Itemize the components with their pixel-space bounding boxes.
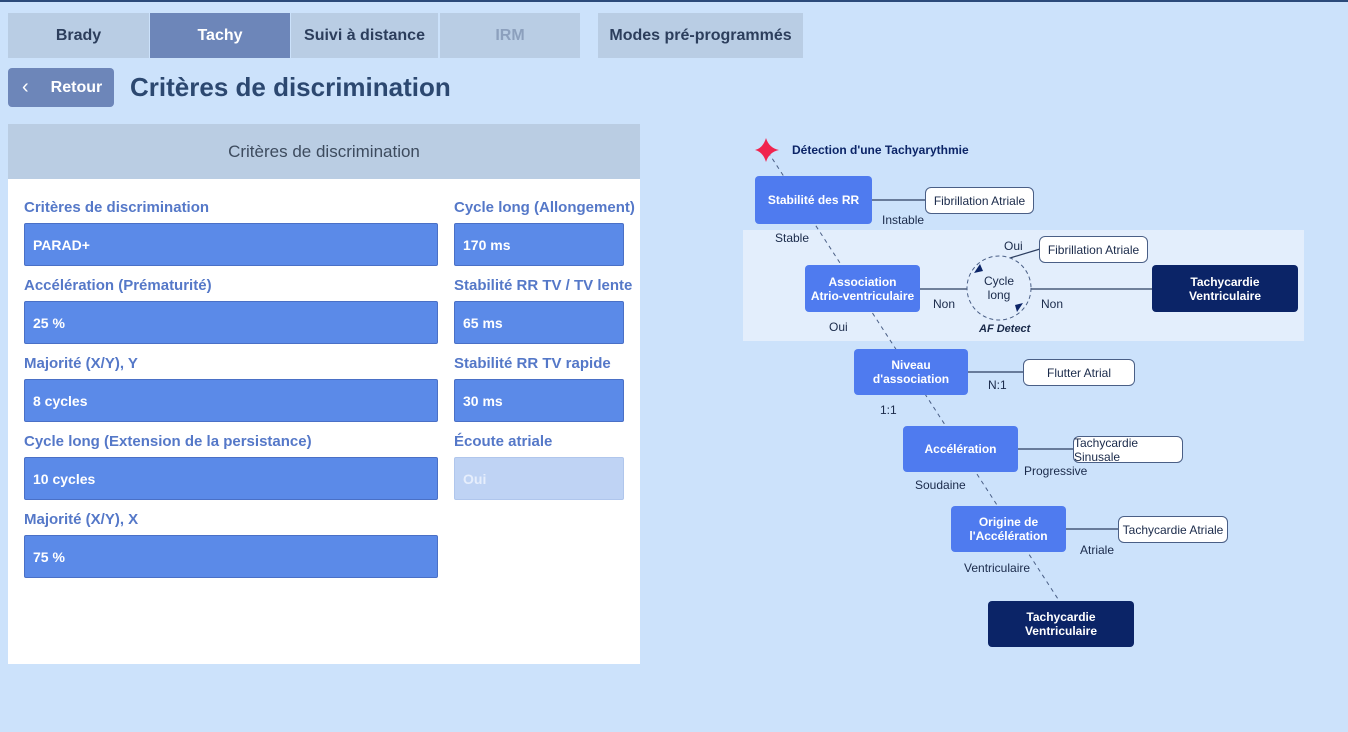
label-non: Non — [933, 297, 956, 311]
field-value[interactable]: 65 ms — [454, 301, 624, 344]
node-stabilite-rr: Stabilité des RR — [755, 176, 872, 224]
node-acceleration: Accélération — [903, 426, 1018, 472]
field-label: Stabilité RR TV / TV lente — [454, 277, 633, 294]
field-value[interactable]: 75 % — [24, 535, 438, 578]
label-soudaine: Soudaine — [915, 478, 966, 492]
field-label: Critères de discrimination — [24, 199, 210, 216]
label-instable: Instable — [882, 213, 925, 227]
label-oui: Oui — [1004, 239, 1023, 253]
cycle-long-node — [966, 255, 1032, 321]
outcome-tachycardie-sinusale: Tachycardie Sinusale — [1073, 436, 1183, 464]
field-label: Écoute atriale — [454, 433, 553, 450]
arrow-icon — [1015, 303, 1023, 312]
tab-suivi-distance[interactable]: Suivi à distance — [291, 13, 438, 58]
field-value[interactable]: 10 cycles — [24, 457, 438, 500]
field-value[interactable]: 170 ms — [454, 223, 624, 266]
outcome-fibrillation-atriale: Fibrillation Atriale — [925, 187, 1034, 214]
label-atriale: Atriale — [1080, 543, 1115, 557]
node-association-av: Association Atrio-ventriculaire — [805, 265, 920, 312]
back-label: Retour — [50, 78, 103, 96]
cycle-long-label: Cycle long — [983, 274, 1014, 302]
field-label: Stabilité RR TV rapide — [454, 355, 611, 372]
field-label: Majorité (X/Y), X — [24, 511, 139, 528]
field-label: Cycle long (Extension de la persistance) — [24, 433, 312, 450]
tab-modes-preprogrammes[interactable]: Modes pré-programmés — [598, 13, 803, 58]
field-value[interactable]: Oui — [454, 457, 624, 500]
start-star-icon — [755, 138, 779, 162]
criteria-panel: Critères de discrimination Critères de d… — [8, 124, 640, 664]
field-label: Accélération (Prématurité) — [24, 277, 212, 294]
label-ventriculaire: Ventriculaire — [964, 561, 1031, 575]
field-value[interactable]: 8 cycles — [24, 379, 438, 422]
label-non: Non — [1041, 297, 1064, 311]
outcome-flutter-atrial: Flutter Atrial — [1023, 359, 1135, 386]
outcome-fibrillation-atriale-2: Fibrillation Atriale — [1039, 236, 1148, 263]
label-progressive: Progressive — [1024, 464, 1088, 478]
field-label: Cycle long (Allongement) — [454, 199, 635, 216]
tab-irm[interactable]: IRM — [440, 13, 580, 58]
panel-header: Critères de discrimination — [8, 124, 640, 179]
node-niveau-association: Niveau d'association — [854, 349, 968, 395]
label-oui: Oui — [829, 320, 848, 334]
page-title: Critères de discrimination — [130, 72, 451, 102]
label-1-1: 1:1 — [880, 403, 897, 417]
chevron-left-icon: ‹ — [22, 76, 29, 98]
tab-tachy[interactable]: Tachy — [150, 13, 290, 58]
field-label: Majorité (X/Y), Y — [24, 355, 138, 372]
start-label: Détection d'une Tachyarythmie — [792, 143, 969, 157]
tab-brady[interactable]: Brady — [8, 13, 149, 58]
arrow-icon — [974, 264, 983, 273]
af-detect-label: AF Detect — [979, 323, 1031, 335]
node-origine-acceleration: Origine de l'Accélération — [951, 506, 1066, 552]
outcome-tachycardie-ventriculaire: Tachycardie Ventriculaire — [1152, 265, 1298, 312]
field-value[interactable]: 25 % — [24, 301, 438, 344]
outcome-tachycardie-atriale: Tachycardie Atriale — [1118, 516, 1228, 543]
field-value[interactable]: PARAD+ — [24, 223, 438, 266]
back-button[interactable]: ‹ Retour — [8, 68, 114, 107]
outcome-tachycardie-ventriculaire-2: Tachycardie Ventriculaire — [988, 601, 1134, 647]
label-stable: Stable — [775, 231, 810, 245]
field-value[interactable]: 30 ms — [454, 379, 624, 422]
label-n1: N:1 — [988, 378, 1007, 392]
